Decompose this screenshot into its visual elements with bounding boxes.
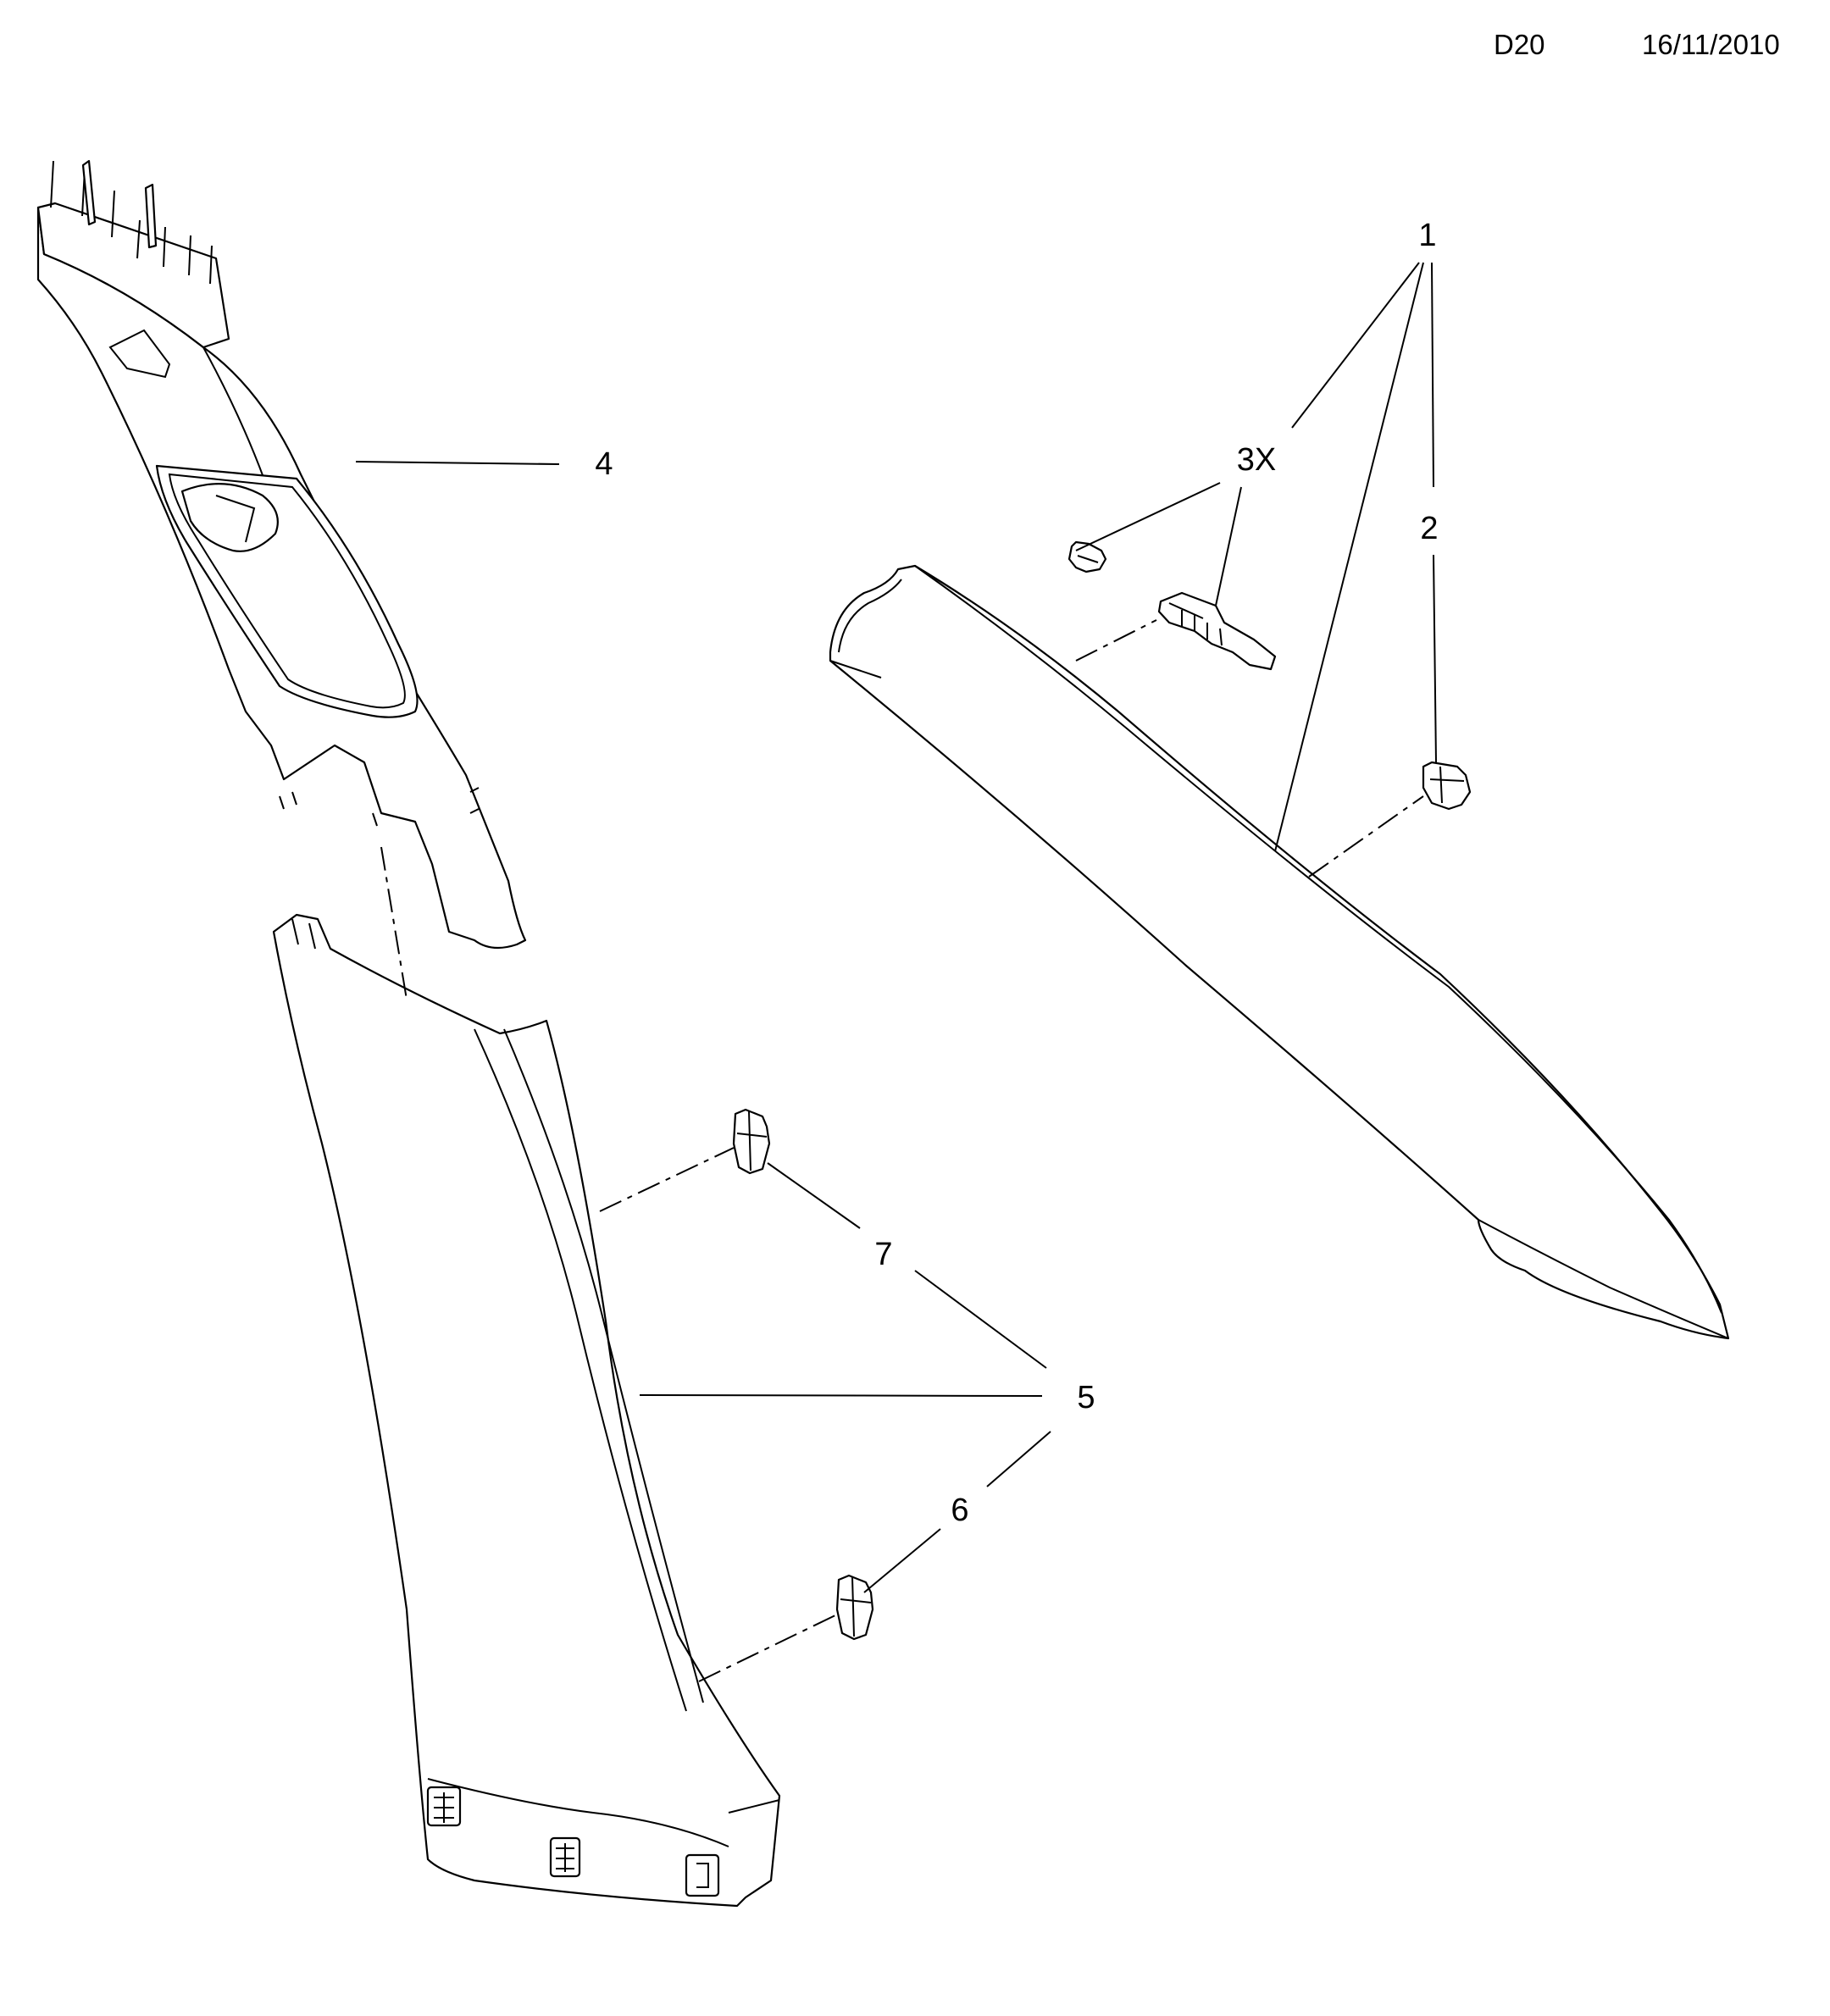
callout-4: 4 — [595, 446, 613, 482]
callout-2: 2 — [1420, 511, 1438, 546]
diagram-date: 16/11/2010 — [1642, 29, 1780, 60]
clip-6 — [835, 1574, 874, 1641]
leader-lines — [355, 262, 1437, 1593]
callout-labels: 1 2 3X 4 5 6 7 — [595, 218, 1438, 1528]
callout-5: 5 — [1077, 1380, 1095, 1415]
clip-7 — [732, 1108, 771, 1175]
clip-2 — [1422, 761, 1472, 811]
lower-pillar-trim — [272, 913, 781, 1908]
clip-bracket — [1157, 591, 1277, 671]
upper-pillar-trim — [36, 159, 527, 950]
callout-3x: 3X — [1237, 442, 1276, 478]
side-trim-panel — [829, 564, 1730, 1340]
callout-1: 1 — [1418, 218, 1436, 253]
callout-7: 7 — [874, 1237, 892, 1272]
diagram-code: D20 — [1494, 29, 1545, 60]
clip-small — [1068, 540, 1107, 573]
callout-6: 6 — [951, 1493, 968, 1528]
assembly-lines — [380, 619, 1424, 1682]
